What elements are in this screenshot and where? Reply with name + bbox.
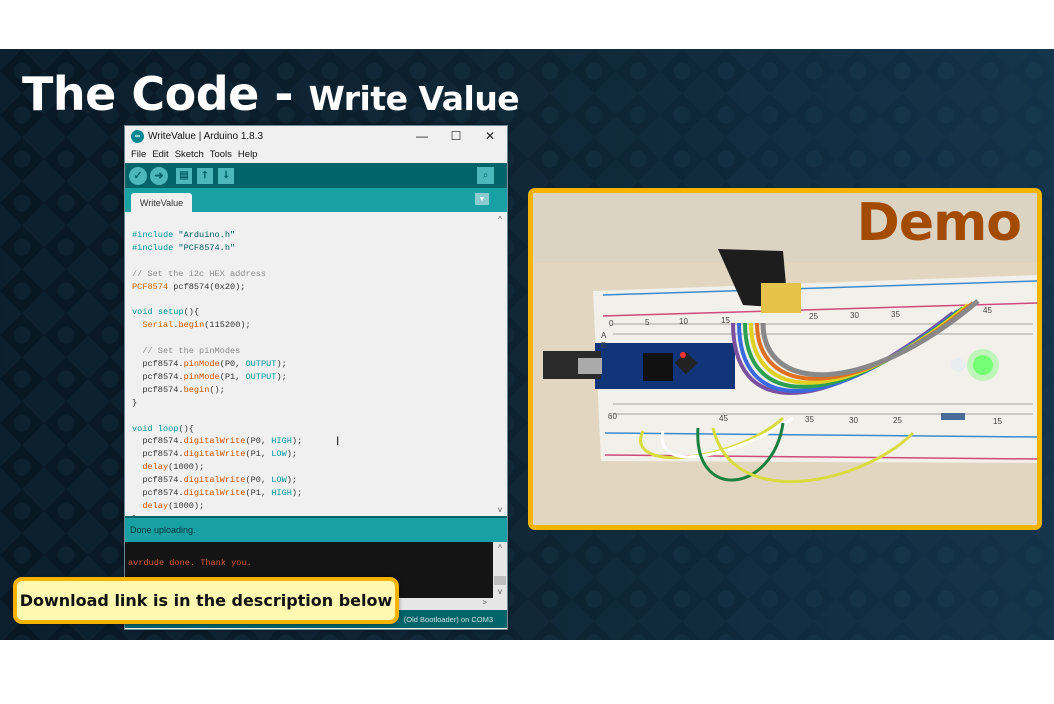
breadboard-number: 35 [891, 310, 900, 319]
menu-file[interactable]: File [131, 149, 147, 160]
download-callout: Download link is in the description belo… [13, 577, 399, 624]
breadboard-number: 45 [719, 414, 728, 423]
demo-label: Demo [856, 193, 1022, 253]
code-line: #include "PCF8574.h" [132, 242, 236, 253]
breadboard-number: 60 [608, 412, 617, 421]
code-editor[interactable]: #include "Arduino.h" #include "PCF8574.h"… [125, 212, 507, 516]
code-line: } [132, 513, 507, 516]
breadboard-number: 15 [721, 316, 730, 325]
breadboard-number: 25 [809, 312, 818, 321]
save-sketch-button[interactable]: ⭣ [218, 167, 234, 184]
editor-scrollbar[interactable]: ^ v [493, 212, 507, 516]
breadboard-photo: 0 5 10 15 25 30 35 45 A B 60 45 35 30 25… [533, 193, 1037, 525]
menu-help[interactable]: Help [237, 149, 258, 160]
console-scroll-thumb[interactable] [494, 576, 506, 585]
tab-bar: WriteValue ▼ [125, 188, 507, 212]
breadboard-number: 10 [679, 317, 688, 326]
code-line: pcf8574.begin(); [132, 384, 225, 395]
row-letter: A [601, 331, 607, 340]
code-line: delay(1000); [142, 462, 205, 473]
breadboard-number: 0 [609, 319, 614, 328]
slide-title: The Code - Write Value [22, 67, 520, 121]
tab-writevalue[interactable]: WriteValue [131, 193, 192, 212]
menu-sketch[interactable]: Sketch [174, 149, 204, 160]
board-port-text: (Old Bootloader) on COM3 [403, 614, 493, 624]
verify-button[interactable]: ✓ [129, 166, 147, 185]
code-line: // Set the pinModes [132, 346, 241, 357]
scroll-up-icon[interactable]: ^ [498, 215, 502, 224]
code-line: delay(1000); [142, 500, 205, 511]
code-line [132, 332, 507, 345]
breadboard-number: 30 [850, 311, 859, 320]
breadboard-number: 25 [893, 416, 902, 425]
menu-bar: File Edit Sketch Tools Help [125, 146, 507, 163]
code-line: pcf8574.digitalWrite(P1, HIGH); [132, 488, 303, 499]
arduino-ide-window: ∞ WriteValue | Arduino 1.8.3 — ☐ ✕ File … [124, 125, 508, 630]
code-line: pcf8574.digitalWrite(P1, LOW); [132, 449, 298, 460]
code-line: pcf8574.pinMode(P1, OUTPUT); [132, 371, 287, 382]
scroll-right-icon[interactable]: > [482, 598, 487, 607]
serial-monitor-button[interactable]: ⌕ [477, 167, 494, 184]
code-line: pcf8574.pinMode(P0, OUTPUT); [132, 358, 287, 369]
console-text: avrdude done. Thank you. [128, 558, 252, 568]
close-button[interactable]: ✕ [484, 129, 496, 143]
breadboard-number: 35 [805, 415, 814, 424]
title-sub: Write Value [308, 79, 520, 118]
code-line: // Set the i2c HEX address [132, 268, 267, 279]
code-line [132, 410, 507, 423]
console-scroll-up-icon[interactable]: ^ [497, 544, 503, 553]
tab-menu-dropdown-icon[interactable]: ▼ [475, 193, 489, 205]
toolbar: ✓ ➜ ▤ ⭡ ⭣ ⌕ [125, 163, 507, 188]
title-bar: ∞ WriteValue | Arduino 1.8.3 — ☐ ✕ [125, 126, 507, 146]
console-scrollbar[interactable]: ^ v [493, 542, 507, 598]
open-sketch-button[interactable]: ⭡ [197, 167, 213, 184]
code-line: pcf8574.digitalWrite(P0, LOW); [132, 475, 298, 486]
code-line: void loop(){ [132, 423, 194, 434]
callout-text: Download link is in the description belo… [19, 591, 393, 610]
scroll-down-icon[interactable]: v [498, 505, 502, 514]
code-line [132, 293, 507, 306]
breadboard-number: 45 [983, 306, 992, 315]
breadboard-number: 30 [849, 416, 858, 425]
breadboard-number: 5 [645, 318, 650, 327]
upload-button[interactable]: ➜ [150, 166, 168, 185]
title-main: The Code [22, 67, 259, 121]
menu-edit[interactable]: Edit [152, 149, 169, 160]
title-separator: - [258, 67, 309, 121]
minimize-button[interactable]: — [416, 129, 428, 143]
arduino-logo-icon: ∞ [131, 129, 144, 143]
maximize-button[interactable]: ☐ [450, 129, 462, 143]
slide-background: The Code - Write Value ∞ WriteValue | Ar… [0, 49, 1054, 640]
code-line [132, 255, 507, 268]
new-sketch-button[interactable]: ▤ [176, 167, 192, 184]
code-line: } [132, 397, 138, 408]
demo-panel: 0 5 10 15 25 30 35 45 A B 60 45 35 30 25… [528, 188, 1042, 530]
text-cursor-icon: I [336, 434, 340, 448]
code-line: #include "Arduino.h" [132, 229, 236, 240]
status-text: Done uploading. [130, 525, 196, 535]
status-bar: Done uploading. [125, 516, 507, 542]
code-text: #include "Arduino.h" #include "PCF8574.h"… [132, 216, 507, 516]
row-letter: B [601, 341, 606, 350]
code-line: Serial.begin(115200); [142, 320, 251, 331]
code-line: pcf8574.digitalWrite(P0, HIGH); [132, 436, 303, 447]
console-scroll-down-icon[interactable]: v [497, 588, 503, 597]
breadboard-number: 15 [993, 417, 1002, 426]
code-line: PCF8574 pcf8574(0x20); [132, 281, 246, 292]
code-line: void setup(){ [132, 307, 200, 318]
menu-tools[interactable]: Tools [209, 149, 232, 160]
window-title: WriteValue | Arduino 1.8.3 [148, 130, 264, 142]
